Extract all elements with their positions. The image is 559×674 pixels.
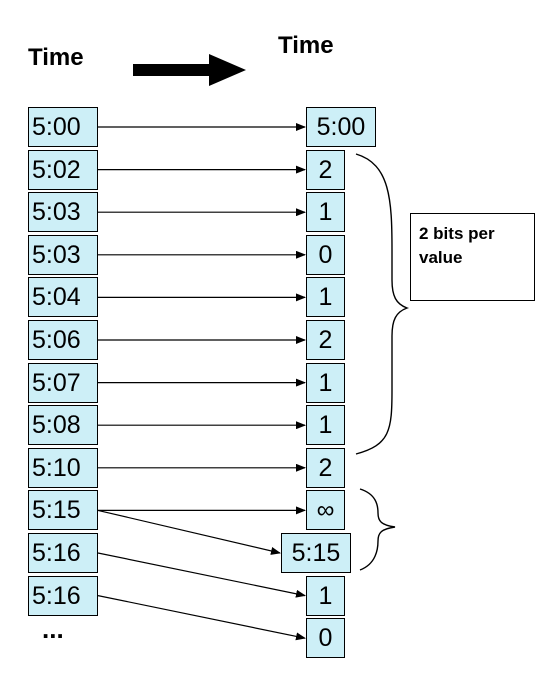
right-cell-12: 0	[306, 618, 345, 659]
left-cell-2: 5:03	[28, 192, 98, 233]
left-cell-3: 5:03	[28, 234, 98, 275]
left-header-title: Time	[28, 44, 84, 71]
connector-lines	[97, 123, 306, 641]
right-cell-4: 1	[306, 277, 345, 318]
right-cell-10: 5:15	[281, 533, 351, 573]
right-cell-9: ∞	[306, 490, 345, 531]
connector-10	[97, 509, 281, 555]
left-cell-0: 5:00	[28, 107, 98, 147]
right-cell-11: 1	[306, 575, 345, 616]
right-cell-3: 0	[306, 234, 345, 275]
left-cell-6: 5:07	[28, 362, 98, 403]
small-bracket	[359, 488, 396, 571]
right-cell-2: 1	[306, 192, 345, 233]
right-cell-1: 2	[306, 149, 345, 190]
connector-11	[97, 552, 306, 598]
left-cell-11: 5:16	[28, 575, 98, 616]
right-cell-0: 5:00	[306, 107, 376, 147]
big-direction-arrow	[133, 54, 246, 86]
annotation-box: 2 bits per value	[410, 213, 535, 301]
left-cell-5: 5:06	[28, 320, 98, 360]
right-cell-7: 1	[306, 405, 345, 446]
right-cell-6: 1	[306, 362, 345, 403]
right-cell-8: 2	[306, 447, 345, 488]
right-cell-5: 2	[306, 320, 345, 360]
large-bracket	[355, 153, 410, 455]
connector-12	[97, 595, 306, 641]
left-cell-8: 5:10	[28, 447, 98, 488]
left-cell-7: 5:08	[28, 405, 98, 446]
left-cell-10: 5:16	[28, 533, 98, 573]
left-cell-9: 5:15	[28, 490, 98, 531]
right-header-title: Time	[278, 32, 334, 59]
left-ellipsis: ...	[42, 614, 64, 644]
left-cell-4: 5:04	[28, 277, 98, 318]
left-cell-1: 5:02	[28, 149, 98, 190]
